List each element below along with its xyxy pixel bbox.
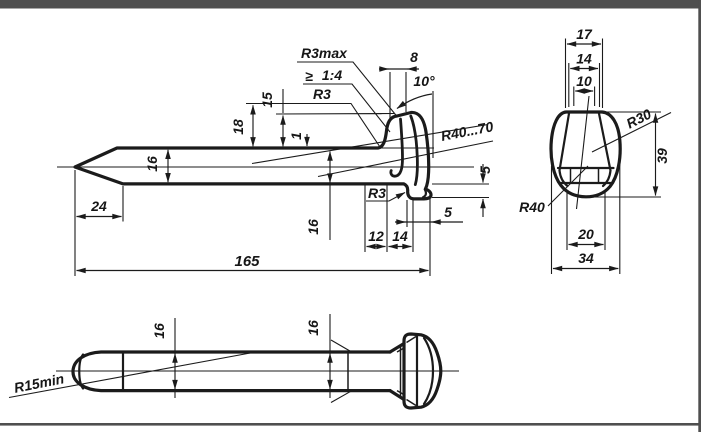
label-dim-14: 14 (392, 228, 408, 244)
label-dim-5-horiz: 5 (444, 204, 452, 220)
taper-diagonal-line (8, 351, 254, 399)
label-radius-range: R40...70 (440, 118, 495, 144)
leader-r3-bottom (366, 192, 406, 202)
angle-arc-10 (396, 93, 433, 109)
extension-lines-side (74, 72, 489, 276)
label-slope: 1:4 (322, 67, 342, 83)
label-dim-14-end: 14 (576, 51, 592, 67)
right-border-line (698, 0, 701, 432)
label-dim-17: 17 (576, 26, 593, 42)
label-dim-16-top-b: 16 (305, 320, 321, 336)
neck-taper-lines (388, 341, 406, 402)
head-inner-edge-left (389, 117, 404, 178)
top-border-bar (0, 0, 701, 9)
label-r3max: R3max (301, 45, 348, 61)
label-dim-15: 15 (259, 92, 275, 108)
side-view: R3max ≥ 1:4 R3 8 10° R40...70 15 18 1 16… (57, 45, 495, 276)
head-end-inner-taper (558, 112, 612, 172)
head-inner-edge-right (409, 114, 419, 186)
label-dim-16-shaft: 16 (144, 156, 160, 172)
head-axis-line (575, 95, 590, 210)
dim-tails-16 (174, 314, 331, 398)
tip-cap-inner-arc (78, 353, 85, 390)
label-dim-1: 1 (288, 132, 304, 140)
bottom-border-line (0, 423, 701, 426)
label-dim-39: 39 (654, 148, 670, 164)
label-r3-top: R3 (313, 86, 331, 102)
lip-inner-edge (421, 188, 428, 199)
label-dim-34: 34 (578, 250, 594, 266)
head-end-corner-arcs (558, 169, 612, 188)
label-underline-leaders (246, 61, 398, 149)
spike-top-outline (71, 350, 392, 393)
label-angle-10: 10° (413, 73, 435, 89)
extension-lines-end (550, 38, 661, 274)
head-top-inner-curve (422, 336, 435, 406)
label-dim-5-vert: 5 (477, 166, 493, 174)
head-end-chords (556, 166, 615, 185)
label-dim-165: 165 (234, 253, 260, 270)
top-view: R15min 16 16 (8, 314, 459, 410)
head-corner-chamfers (406, 335, 417, 407)
label-r30: R30 (624, 105, 654, 131)
label-dim-18: 18 (230, 119, 246, 135)
label-dim-16-head: 16 (305, 219, 321, 235)
head-top-outline (402, 332, 443, 410)
head-end-outline (549, 110, 622, 199)
spike-side-outline (73, 110, 433, 201)
label-dim-24: 24 (90, 198, 107, 214)
label-dim-20: 20 (577, 226, 594, 242)
label-dim-16-top-a: 16 (151, 323, 167, 339)
end-view: 17 14 10 R30 39 R40 20 34 (519, 26, 672, 274)
label-r3-bottom: R3 (368, 185, 386, 201)
radius-range-leader (317, 140, 494, 178)
slope-reference-line (251, 123, 489, 165)
label-r40: R40 (519, 199, 545, 215)
label-dim-12: 12 (368, 228, 384, 244)
label-dim-10-end: 10 (576, 73, 592, 89)
label-dim-8: 8 (410, 49, 418, 65)
slope-symbol: ≥ (305, 68, 313, 84)
head-end-inner-verticals (569, 168, 600, 183)
